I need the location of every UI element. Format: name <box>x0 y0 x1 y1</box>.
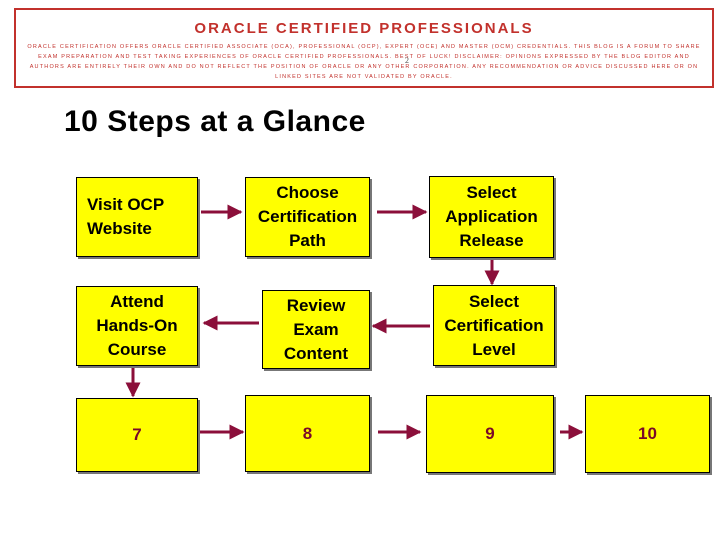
step-select-application-release: Select Application Release <box>429 176 554 258</box>
banner-title: ORACLE CERTIFIED PROFESSIONALS <box>194 20 534 37</box>
step-7: 7 <box>76 398 198 472</box>
page-number: 2 <box>405 56 409 65</box>
step-10: 10 <box>585 395 710 473</box>
step-select-certification-level: Select Certification Level <box>433 285 555 366</box>
step-choose-certification-path: Choose Certification Path <box>245 177 370 257</box>
step-visit-ocp-website: Visit OCP Website <box>76 177 198 257</box>
step-8: 8 <box>245 395 370 472</box>
blog-banner: ORACLE CERTIFIED PROFESSIONALS Oracle Ce… <box>14 8 714 88</box>
step-9: 9 <box>426 395 554 473</box>
step-attend-hands-on-course: Attend Hands-On Course <box>76 286 198 366</box>
step-review-exam-content: Review Exam Content <box>262 290 370 369</box>
banner-description: Oracle Certification offers Oracle Certi… <box>27 44 701 80</box>
slide-heading: 10 Steps at a Glance <box>64 105 366 138</box>
